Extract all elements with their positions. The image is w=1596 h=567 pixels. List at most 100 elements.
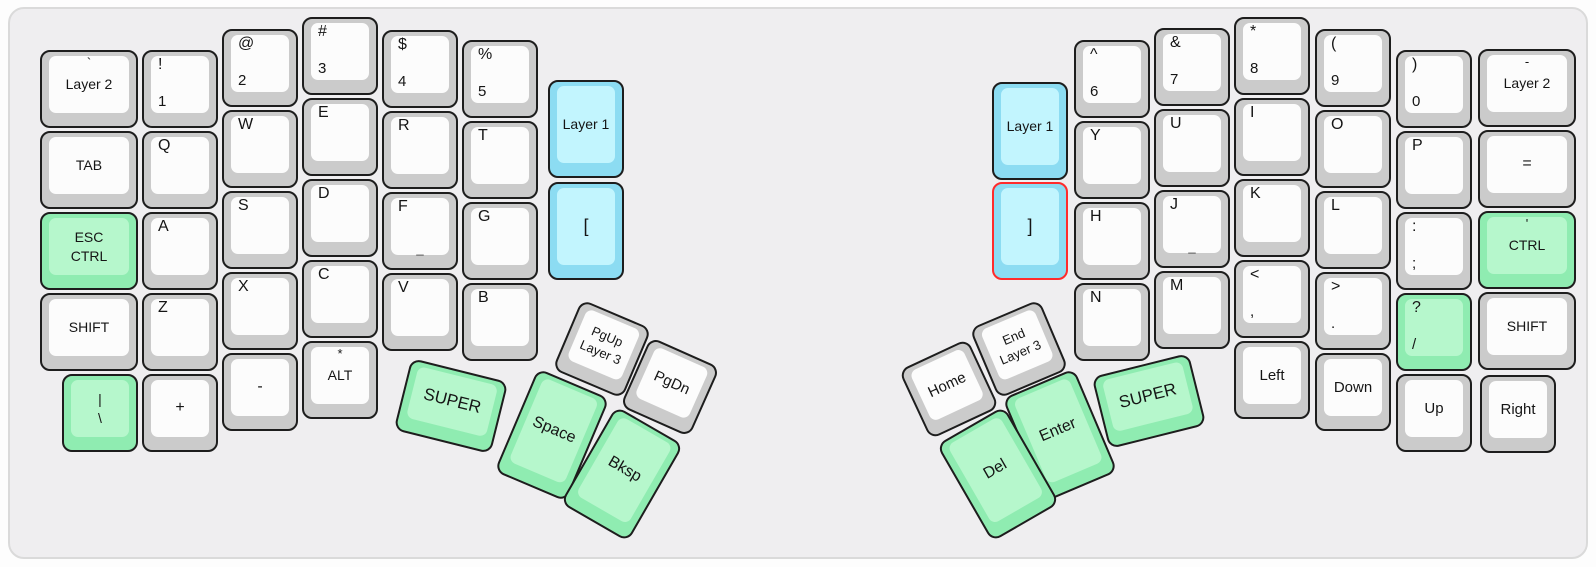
key-legend-lower-left: 9 xyxy=(1331,72,1340,89)
key-y[interactable]: Y xyxy=(1074,121,1150,199)
key-v[interactable]: V xyxy=(382,273,458,351)
key-rbracket[interactable]: ] xyxy=(992,182,1068,280)
key-pipe-backslash[interactable]: |\ xyxy=(62,374,138,452)
key-n[interactable]: N xyxy=(1074,283,1150,361)
key-legend-center: SUPER xyxy=(1102,361,1194,432)
key-legend-top-left: O xyxy=(1331,116,1344,133)
key-asterisk-8[interactable]: *8 xyxy=(1234,17,1310,95)
key-dollar-4[interactable]: $4 xyxy=(382,30,458,108)
key-h[interactable]: H xyxy=(1074,202,1150,280)
key-lbracket[interactable]: [ xyxy=(548,182,624,280)
key-arrow-down[interactable]: Down xyxy=(1315,353,1391,431)
key-question-slash[interactable]: ?/ xyxy=(1396,293,1472,371)
key-legend-lower-left: 1 xyxy=(158,93,167,110)
key-d[interactable]: D xyxy=(302,179,378,257)
key-legend-top-left: $ xyxy=(398,36,407,53)
key-x[interactable]: X xyxy=(222,272,298,350)
key-legend-top-left: R xyxy=(398,117,410,134)
key-caret-6[interactable]: ^6 xyxy=(1074,40,1150,118)
key-u[interactable]: U xyxy=(1154,109,1230,187)
homing-bar-mark: _ xyxy=(1188,239,1196,254)
key-j-homing[interactable]: J_ xyxy=(1154,190,1230,268)
key-quote-ctrl[interactable]: 'CTRL xyxy=(1478,211,1576,289)
key-legend-center-line: TAB xyxy=(75,157,103,174)
key-legend-center: ALT xyxy=(311,347,369,404)
key-plus[interactable]: + xyxy=(142,374,218,452)
key-k[interactable]: K xyxy=(1234,179,1310,257)
key-legend-top-center: ` xyxy=(86,55,92,70)
key-legend-center-line: Down xyxy=(1333,378,1373,396)
key-gt-period[interactable]: >. xyxy=(1315,272,1391,350)
keycap-top: SHIFT xyxy=(49,299,129,356)
key-a[interactable]: A xyxy=(142,212,218,290)
keycap-top: [ xyxy=(557,188,615,265)
key-legend-top-left: ) xyxy=(1412,56,1418,73)
key-legend-center: - xyxy=(231,359,289,416)
key-arrow-right[interactable]: Right xyxy=(1480,375,1556,453)
key-c[interactable]: C xyxy=(302,260,378,338)
key-i[interactable]: I xyxy=(1234,98,1310,176)
key-legend-center-line: [ xyxy=(583,215,589,236)
keycap-top: L xyxy=(1324,197,1382,254)
key-colon-semicolon[interactable]: :; xyxy=(1396,212,1472,290)
key-legend-top-left: N xyxy=(1090,289,1102,306)
keycap-top: Layer 1 xyxy=(557,86,615,163)
key-super-left[interactable]: SUPER xyxy=(393,358,509,454)
key-m[interactable]: M xyxy=(1154,271,1230,349)
key-arrow-up[interactable]: Up xyxy=(1396,374,1472,452)
key-lt-comma[interactable]: <, xyxy=(1234,260,1310,338)
key-hash-3[interactable]: #3 xyxy=(302,17,378,95)
key-lparen-9[interactable]: (9 xyxy=(1315,29,1391,107)
keycap-top: (9 xyxy=(1324,35,1382,92)
key-f-homing[interactable]: F_ xyxy=(382,192,458,270)
key-super-right[interactable]: SUPER xyxy=(1091,353,1207,449)
key-s[interactable]: S xyxy=(222,191,298,269)
key-minus-layer2[interactable]: -Layer 2 xyxy=(1478,49,1576,127)
key-legend-lower-left: 4 xyxy=(398,73,407,90)
key-legend-top-left: Z xyxy=(158,299,168,316)
key-legend-top-left: * xyxy=(1250,23,1257,40)
key-layer1-right[interactable]: Layer 1 xyxy=(992,82,1068,180)
key-legend-lower-left: ; xyxy=(1412,255,1417,272)
key-equals[interactable]: = xyxy=(1478,130,1576,208)
key-tab[interactable]: TAB xyxy=(40,131,138,209)
key-legend-center-line: SUPER xyxy=(421,384,483,418)
key-g[interactable]: G xyxy=(462,202,538,280)
key-asterisk-alt[interactable]: *ALT xyxy=(302,341,378,419)
key-layer1-left[interactable]: Layer 1 xyxy=(548,80,624,178)
key-arrow-left[interactable]: Left xyxy=(1234,341,1310,419)
key-legend-center-line: Bksp xyxy=(605,453,645,486)
key-rparen-0[interactable]: )0 xyxy=(1396,50,1472,128)
keycap-top: C xyxy=(311,266,369,323)
key-l[interactable]: L xyxy=(1315,191,1391,269)
key-grave-layer2[interactable]: `Layer 2 xyxy=(40,50,138,128)
key-exclam-1[interactable]: !1 xyxy=(142,50,218,128)
key-amp-7[interactable]: &7 xyxy=(1154,28,1230,106)
key-z[interactable]: Z xyxy=(142,293,218,371)
key-legend-center: [ xyxy=(557,188,615,265)
key-percent-5[interactable]: %5 xyxy=(462,40,538,118)
key-b[interactable]: B xyxy=(462,283,538,361)
key-w[interactable]: W xyxy=(222,110,298,188)
key-legend-center-line: \ xyxy=(98,409,102,426)
key-at-2[interactable]: @2 xyxy=(222,29,298,107)
key-legend-center-line: SHIFT xyxy=(68,319,110,336)
key-r[interactable]: R xyxy=(382,111,458,189)
keycap-top: H xyxy=(1083,208,1141,265)
key-legend-center: = xyxy=(1487,136,1567,193)
key-p[interactable]: P xyxy=(1396,131,1472,209)
key-shift-right[interactable]: SHIFT xyxy=(1478,292,1576,370)
keycap-top: %5 xyxy=(471,46,529,103)
key-e[interactable]: E xyxy=(302,98,378,176)
key-legend-top-left: C xyxy=(318,266,330,283)
key-legend-top-left: A xyxy=(158,218,169,235)
keycap-top: <, xyxy=(1243,266,1301,323)
key-legend-center: Layer 2 xyxy=(1487,55,1567,112)
key-shift-left[interactable]: SHIFT xyxy=(40,293,138,371)
key-o[interactable]: O xyxy=(1315,110,1391,188)
key-minus-left[interactable]: - xyxy=(222,353,298,431)
key-t[interactable]: T xyxy=(462,121,538,199)
key-q[interactable]: Q xyxy=(142,131,218,209)
